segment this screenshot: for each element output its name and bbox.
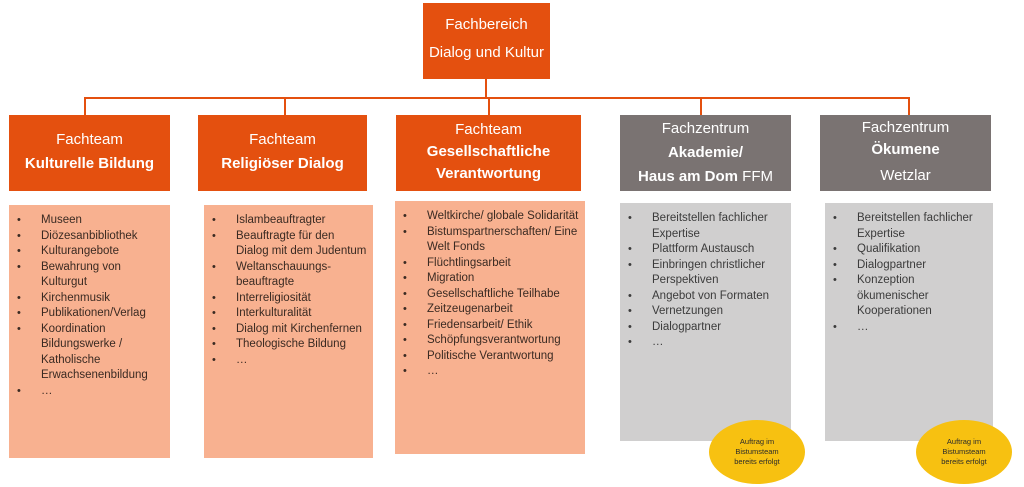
team-panel-gesellschaftliche-verantwortung: Weltkirche/ globale Solidarität Bistumsp… — [395, 201, 585, 454]
badge-line: Auftrag im — [946, 437, 982, 446]
connector-drop-4 — [700, 97, 702, 115]
connector-vertical-top — [485, 79, 487, 99]
list-item: Politische Verantwortung — [401, 349, 579, 365]
team-item-list: Weltkirche/ globale Solidarität Bistumsp… — [401, 209, 579, 380]
connector-drop-3 — [488, 97, 490, 115]
center-item-list: Bereitstellen fachlicher Expertise Quali… — [831, 211, 987, 335]
list-item: Zeitzeugenarbeit — [401, 302, 579, 318]
root-node: Fachbereich Dialog und Kultur — [423, 3, 550, 79]
team-header-name: Religiöser Dialog — [221, 155, 344, 172]
list-item: Bereitstellen fachlicher Expertise — [626, 211, 785, 242]
team-header-religioeser-dialog: Fachteam Religiöser Dialog — [198, 115, 367, 191]
center-panel-oekumene: Bereitstellen fachlicher Expertise Quali… — [825, 203, 993, 441]
list-item: Publikationen/Verlag — [15, 306, 164, 322]
list-item: Diözesanbibliothek — [15, 229, 164, 245]
badge-line: Auftrag im — [739, 437, 775, 446]
center-header-location-city: FFM — [738, 168, 774, 185]
badge-line: bereits erfolgt — [734, 457, 780, 466]
list-item: Friedensarbeit/ Ethik — [401, 318, 579, 334]
center-header-location: Wetzlar — [880, 167, 931, 184]
center-header-label: Fachzentrum — [861, 119, 950, 136]
list-item: … — [401, 364, 579, 380]
badge-line: Bistumsteam — [735, 447, 779, 456]
team-header-gesellschaftliche-verantwortung: Fachteam Gesellschaftliche Verantwortung — [396, 115, 581, 191]
center-item-list: Bereitstellen fachlicher Expertise Platt… — [626, 211, 785, 351]
list-item: Bereitstellen fachlicher Expertise — [831, 211, 987, 242]
list-item: Dialog mit Kirchenfernen — [210, 322, 367, 338]
team-header-label: Fachteam — [455, 121, 522, 138]
list-item: Schöpfungsverantwortung — [401, 333, 579, 349]
list-item: Museen — [15, 213, 164, 229]
list-item: … — [210, 353, 367, 369]
list-item: Kulturangebote — [15, 244, 164, 260]
list-item: Bistumspartnerschaften/ Eine Welt Fonds — [401, 225, 579, 256]
list-item: … — [626, 335, 785, 351]
team-header-name: Gesellschaftliche Verantwortung — [426, 143, 551, 182]
list-item: Konzeption ökumenischer Kooperationen — [831, 273, 987, 320]
status-badge-akademie: Auftrag im Bistumsteam bereits erfolgt — [709, 420, 805, 484]
list-item: Koordination Bildungswerke / Katholische… — [15, 322, 164, 384]
list-item: Plattform Austausch — [626, 242, 785, 258]
center-header-label: Fachzentrum — [661, 120, 750, 137]
center-header-akademie: Fachzentrum Akademie/ Haus am Dom FFM — [620, 115, 791, 191]
connector-drop-2 — [284, 97, 286, 115]
root-title-line1: Fachbereich — [445, 16, 528, 33]
team-header-kulturelle-bildung: Fachteam Kulturelle Bildung — [9, 115, 170, 191]
list-item: Vernetzungen — [626, 304, 785, 320]
list-item: Kirchenmusik — [15, 291, 164, 307]
list-item: Flüchtlingsarbeit — [401, 256, 579, 272]
connector-drop-1 — [84, 97, 86, 115]
center-header-location: Haus am Dom FFM — [620, 165, 791, 189]
center-header-location-bold: Haus am Dom — [637, 168, 739, 185]
list-item: Angebot von Formaten — [626, 289, 785, 305]
list-item: Interkulturalität — [210, 306, 367, 322]
list-item: Theologische Bildung — [210, 337, 367, 353]
list-item: Weltanschauungs-beauftragte — [210, 260, 367, 291]
list-item: Islambeauftragter — [210, 213, 367, 229]
connector-drop-5 — [908, 97, 910, 115]
list-item: … — [831, 320, 987, 336]
connector-horizontal — [84, 97, 910, 99]
list-item: Einbringen christlicher Perspektiven — [626, 258, 785, 289]
list-item: … — [15, 384, 164, 400]
list-item: Dialogpartner — [831, 258, 987, 274]
center-header-oekumene: Fachzentrum Ökumene Wetzlar — [820, 115, 991, 191]
center-header-name: Akademie/ — [667, 144, 744, 161]
team-item-list: Islambeauftragter Beauftragte für den Di… — [210, 213, 367, 368]
team-item-list: Museen Diözesanbibliothek Kulturangebote… — [15, 213, 164, 399]
badge-line: Bistumsteam — [942, 447, 986, 456]
list-item: Weltkirche/ globale Solidarität — [401, 209, 579, 225]
list-item: Qualifikation — [831, 242, 987, 258]
team-header-label: Fachteam — [249, 131, 316, 148]
list-item: Bewahrung von Kulturgut — [15, 260, 164, 291]
center-panel-akademie: Bereitstellen fachlicher Expertise Platt… — [620, 203, 791, 441]
status-badge-oekumene: Auftrag im Bistumsteam bereits erfolgt — [916, 420, 1012, 484]
team-header-name: Kulturelle Bildung — [24, 155, 155, 172]
list-item: Interreligiosität — [210, 291, 367, 307]
list-item: Migration — [401, 271, 579, 287]
root-title-line2: Dialog und Kultur — [428, 44, 545, 61]
list-item: Dialogpartner — [626, 320, 785, 336]
team-panel-kulturelle-bildung: Museen Diözesanbibliothek Kulturangebote… — [9, 205, 170, 458]
list-item: Beauftragte für den Dialog mit dem Juden… — [210, 229, 367, 260]
team-panel-religioeser-dialog: Islambeauftragter Beauftragte für den Di… — [204, 205, 373, 458]
team-header-label: Fachteam — [56, 131, 123, 148]
center-header-name: Ökumene — [871, 141, 940, 158]
list-item: Gesellschaftliche Teilhabe — [401, 287, 579, 303]
badge-line: bereits erfolgt — [941, 457, 987, 466]
